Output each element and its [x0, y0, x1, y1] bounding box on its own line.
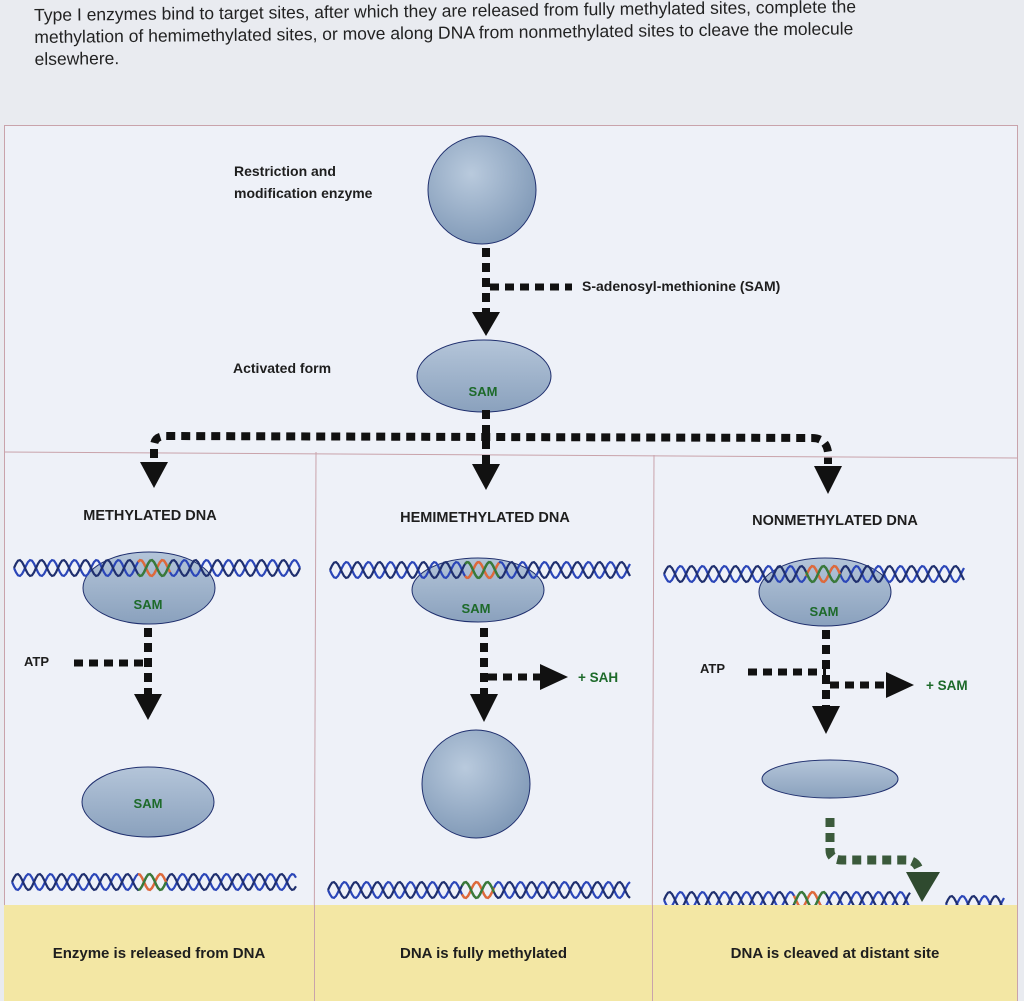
methylated-arrow-head [134, 694, 162, 720]
heading-nonmethylated: NONMETHYLATED DNA [752, 513, 918, 529]
methylated-dna-strand [13, 558, 301, 578]
methylated-released-dna [11, 872, 297, 892]
dna-strand-b [945, 894, 1005, 914]
branch-horizontal-line [150, 431, 832, 464]
hemimethylated-complex-sam: SAM [462, 601, 491, 616]
enzyme-label-line2: modification enzyme [234, 185, 373, 201]
dna-methylation-site [461, 880, 496, 900]
restriction-enzyme-circle [427, 135, 537, 245]
sah-output-label: + SAH [578, 670, 618, 685]
heading-methylated: METHYLATED DNA [83, 508, 217, 524]
dna-methylation-site-b [137, 872, 168, 892]
nonmethylated-arrow-head [812, 706, 840, 734]
sah-arrow-head [540, 664, 568, 690]
sam-input-label: S-adenosyl-methionine (SAM) [582, 278, 780, 294]
arrow-head-hemimethylated [472, 464, 500, 490]
translocation-arrow-head [906, 872, 940, 902]
dna-methylation-site-b [464, 560, 500, 580]
sam-output-arrow-head [886, 672, 914, 698]
activated-label: Activated form [233, 360, 331, 376]
methylated-complex-sam: SAM [134, 597, 163, 612]
result-methylated: Enzyme is released from DNA [4, 905, 315, 1001]
enzyme-label-line1: Restriction and [234, 163, 336, 179]
activated-enzyme [416, 339, 552, 413]
dna-methylation-site [137, 558, 172, 578]
translocating-enzyme [761, 759, 899, 799]
activated-sam-tag: SAM [469, 384, 498, 399]
hemimethylated-dna-strand [329, 560, 631, 580]
released-enzyme-sam: SAM [134, 796, 163, 811]
dna-methylation-site-b [137, 558, 172, 578]
heading-hemimethylated: HEMIMETHYLATED DNA [400, 510, 570, 526]
nonmethylated-atp-label: ATP [700, 661, 725, 676]
methylated-atp-label: ATP [24, 654, 49, 669]
hemimethylated-arrow-head [470, 694, 498, 722]
arrow-head-methylated [140, 462, 168, 488]
translocation-path [825, 818, 925, 882]
dna-methylation-site [464, 560, 500, 580]
dna-methylation-site [137, 872, 168, 892]
result-hemimethylated: DNA is fully methylated [315, 905, 653, 1001]
methylated-complex [82, 551, 216, 625]
fully-methylated-dna [327, 880, 631, 900]
arrow-head-nonmethylated [814, 466, 842, 494]
sam-output-label: + SAM [926, 678, 968, 693]
hemimethylated-complex [411, 557, 545, 623]
nonmethylated-complex-sam: SAM [810, 604, 839, 619]
arrow-head-activated [472, 312, 500, 336]
result-nonmethylated: DNA is cleaved at distant site [653, 905, 1018, 1001]
released-enzyme [81, 766, 215, 838]
dna-methylation-site-b [804, 564, 842, 584]
dna-methylation-site-b [461, 880, 496, 900]
row-divider [3, 451, 1019, 459]
dna-methylation-site [804, 564, 842, 584]
nonmethylated-dna-strand [663, 564, 965, 584]
nonmethylated-complex [758, 557, 892, 627]
free-enzyme-circle [421, 729, 531, 839]
